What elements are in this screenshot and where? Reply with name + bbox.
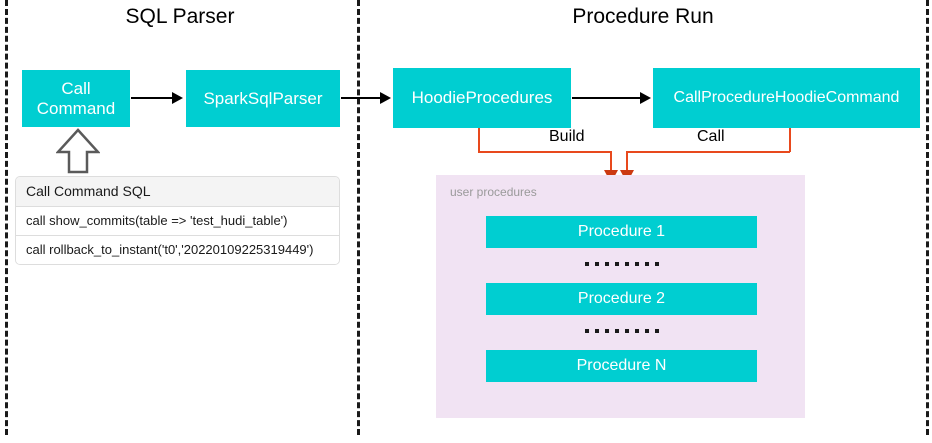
- call-connector-segment: [626, 151, 628, 172]
- section-divider-right: [926, 0, 929, 435]
- dot-icon: [644, 329, 649, 333]
- dot-icon: [644, 262, 649, 266]
- dot-icon: [614, 329, 619, 333]
- procedure-item: Procedure 1: [486, 216, 757, 248]
- sql-table-header: Call Command SQL: [16, 177, 339, 207]
- edge-label-call: Call: [693, 128, 729, 146]
- dot-icon: [584, 329, 589, 333]
- procedure-item: Procedure 2: [486, 283, 757, 315]
- hollow-up-arrow-icon: [56, 128, 100, 174]
- dot-icon: [614, 262, 619, 266]
- dot-icon: [634, 262, 639, 266]
- user-procedures-label: user procedures: [450, 185, 537, 199]
- arrow-head-icon: [380, 92, 391, 104]
- dot-icon: [654, 329, 659, 333]
- arrow-head-icon: [172, 92, 183, 104]
- node-call-command: Call Command: [22, 70, 130, 127]
- dot-icon: [654, 262, 659, 266]
- user-procedures-panel: user procedures Procedure 1 Procedure 2 …: [436, 175, 805, 418]
- dot-icon: [594, 262, 599, 266]
- dot-icon: [594, 329, 599, 333]
- edge-label-build: Build: [545, 128, 589, 146]
- ellipsis-dots: [486, 253, 757, 275]
- section-divider-middle: [357, 0, 360, 435]
- dot-icon: [584, 262, 589, 266]
- build-connector-segment: [478, 151, 611, 153]
- flow-arrow-hoodie-procedures-to-call-procedure: [572, 97, 641, 99]
- dot-icon: [604, 329, 609, 333]
- build-connector-segment: [478, 128, 480, 152]
- node-hoodie-procedures: HoodieProcedures: [393, 68, 571, 128]
- call-connector-segment: [789, 128, 791, 152]
- procedure-item: Procedure N: [486, 350, 757, 382]
- sql-table-row: call rollback_to_instant('t0','202201092…: [16, 236, 339, 264]
- section-divider-left: [5, 0, 8, 435]
- ellipsis-dots: [486, 320, 757, 342]
- flow-arrow-spark-sql-parser-to-hoodie-procedures: [341, 97, 382, 99]
- section-title-sql-parser: SQL Parser: [125, 5, 235, 28]
- node-call-procedure-hoodie-command: CallProcedureHoodieCommand: [653, 68, 920, 128]
- dot-icon: [634, 329, 639, 333]
- dot-icon: [604, 262, 609, 266]
- call-command-sql-table: Call Command SQL call show_commits(table…: [15, 176, 340, 265]
- sql-table-row: call show_commits(table => 'test_hudi_ta…: [16, 207, 339, 236]
- build-connector-segment: [610, 151, 612, 172]
- node-spark-sql-parser: SparkSqlParser: [186, 70, 340, 127]
- dot-icon: [624, 329, 629, 333]
- call-connector-segment: [626, 151, 790, 153]
- flow-arrow-call-command-to-spark-sql-parser: [131, 97, 174, 99]
- arrow-head-icon: [640, 92, 651, 104]
- section-title-procedure-run: Procedure Run: [572, 5, 714, 28]
- dot-icon: [624, 262, 629, 266]
